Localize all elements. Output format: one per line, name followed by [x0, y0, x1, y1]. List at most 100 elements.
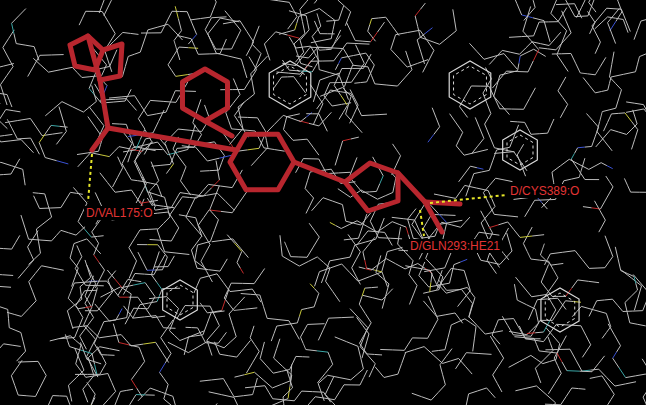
bond-line [193, 123, 197, 129]
bond-line [97, 374, 108, 376]
bond-line [307, 247, 313, 257]
bond-line [636, 64, 638, 72]
bond-line [272, 402, 280, 405]
bond-line [30, 118, 36, 127]
bond-line [518, 63, 519, 70]
bond-line [293, 139, 300, 141]
bond-line [295, 23, 297, 30]
bond-line [503, 147, 510, 148]
bond-line [437, 315, 446, 317]
bond-line [562, 77, 566, 84]
bond-line [504, 180, 512, 182]
bond-line [344, 6, 350, 12]
bond-line [551, 13, 559, 22]
bond-line [447, 289, 454, 290]
bond-line [229, 388, 234, 397]
bond-line [209, 170, 218, 172]
bond-line [536, 309, 538, 316]
bond-line [523, 243, 527, 251]
bond-line [399, 227, 400, 236]
bond-line [171, 200, 175, 208]
bond-line [119, 124, 126, 125]
bond-line [94, 93, 96, 101]
bond-line [330, 90, 340, 92]
bond-line [618, 259, 621, 271]
bond-line [377, 227, 385, 232]
bond-line [592, 120, 598, 127]
bond-line [0, 76, 6, 85]
bond-line [92, 85, 94, 93]
bond-line [4, 344, 13, 345]
bond-line [490, 262, 500, 264]
bond-line [14, 33, 16, 43]
bond-line [339, 378, 351, 380]
bond-line [520, 48, 526, 54]
bond-line [428, 50, 434, 61]
bond-line [283, 130, 288, 135]
bond-line [96, 243, 98, 249]
bond-line [502, 105, 510, 114]
bond-line [535, 199, 545, 200]
bond-line [557, 353, 562, 362]
bond-line [541, 44, 550, 46]
bond-line [517, 121, 524, 123]
bond-line [558, 84, 562, 91]
bond-line [317, 198, 323, 205]
bond-line [186, 327, 192, 328]
bond-line [243, 395, 252, 396]
bond-line [461, 259, 468, 262]
bond-line [356, 276, 360, 284]
bond-line [597, 267, 605, 268]
bond-line [511, 61, 518, 69]
bond-line [325, 112, 331, 119]
bond-line [489, 57, 495, 64]
bond-line [614, 335, 620, 346]
bond-line [558, 91, 563, 98]
bond-line [190, 130, 202, 131]
bond-line [223, 379, 228, 388]
bond-line [519, 56, 520, 63]
bond-line [165, 257, 167, 263]
bond-line [0, 274, 3, 276]
bond-line [289, 2, 293, 9]
bond-line [436, 117, 440, 127]
bond-line [233, 325, 237, 336]
bond-line [131, 179, 137, 181]
bond-line [360, 347, 368, 356]
bond-line [92, 232, 95, 238]
bond-line [147, 244, 157, 245]
bond-line [94, 255, 99, 263]
bond-line [222, 300, 226, 311]
bond-line [79, 18, 82, 25]
bond-line [178, 129, 190, 130]
bond-line [87, 357, 93, 367]
bond-line [170, 206, 176, 215]
bond-line [264, 148, 274, 150]
bond-line [264, 307, 268, 319]
bond-line [83, 343, 86, 350]
bond-line [61, 230, 69, 232]
bond-line [23, 169, 24, 177]
bond-line [258, 118, 262, 125]
bond-line [140, 139, 145, 150]
bond-line [85, 294, 90, 304]
bond-line [455, 313, 459, 318]
bond-line [173, 143, 176, 149]
bond-line [197, 278, 200, 285]
bond-line [376, 273, 383, 279]
bond-line [29, 282, 33, 292]
bond-line [234, 309, 246, 310]
bond-line [274, 348, 277, 358]
bond-line [318, 59, 319, 70]
bond-line [455, 20, 457, 31]
bond-line [432, 350, 439, 352]
bond-line [66, 192, 71, 200]
bond-line [595, 91, 601, 92]
bond-line [461, 222, 466, 227]
bond-line [542, 244, 544, 250]
bond-line [150, 239, 161, 241]
bond-line [198, 134, 202, 140]
bond-line [177, 253, 189, 254]
bond-line [247, 31, 254, 42]
bond-line [180, 336, 192, 341]
